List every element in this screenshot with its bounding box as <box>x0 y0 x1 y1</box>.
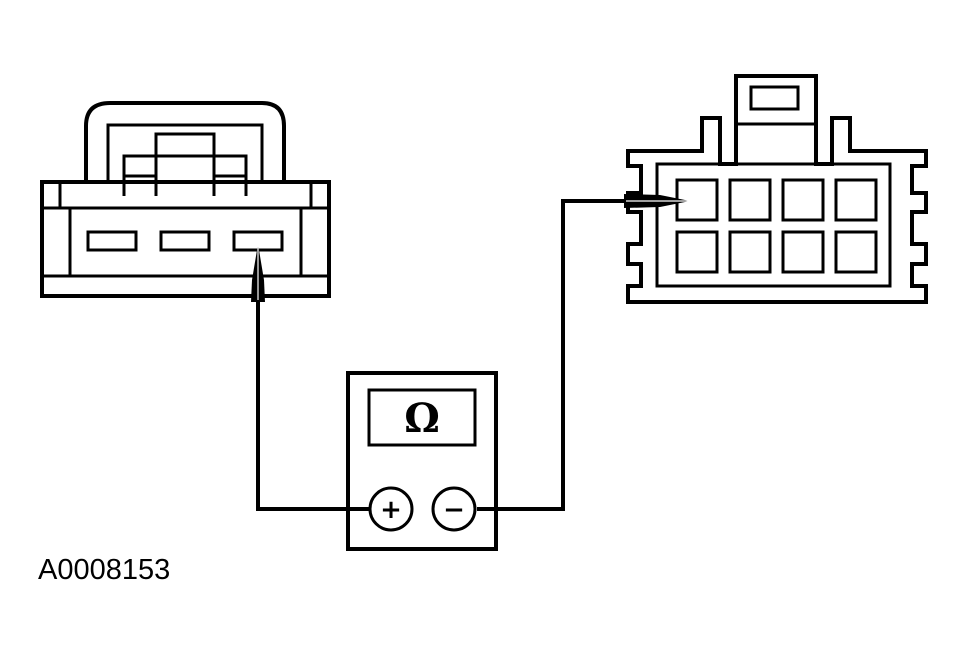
ohmmeter-body <box>346 371 498 551</box>
positive-test-lead <box>256 300 370 511</box>
positive-terminal-label: + <box>380 495 402 525</box>
ohm-symbol: Ω <box>404 395 440 442</box>
right-connector-pin-5 <box>675 230 719 274</box>
right-connector-pin-6 <box>728 230 772 274</box>
left-connector-latch <box>84 101 286 182</box>
right-connector-outline <box>626 74 928 304</box>
left-connector-latch-tab <box>154 132 216 158</box>
right-connector-pin-4 <box>834 178 878 222</box>
right-connector <box>626 74 928 304</box>
left-connector-corner-marks <box>58 182 313 208</box>
right-connector-latch-window <box>749 85 800 111</box>
right-connector-pin-8 <box>834 230 878 274</box>
negative-test-lead <box>477 199 626 511</box>
left-connector-pin-1 <box>86 230 138 252</box>
left-connector-side-rails <box>68 208 303 276</box>
negative-terminal <box>431 486 477 532</box>
right-connector-pin-2 <box>728 178 772 222</box>
left-connector-pin-2 <box>159 230 211 252</box>
ohmmeter: Ω + − <box>346 371 498 551</box>
figure-id-label: A0008153 <box>38 554 171 586</box>
right-connector-pin-7 <box>781 230 825 274</box>
right-connector-pin-3 <box>781 178 825 222</box>
left-connector <box>40 101 331 298</box>
negative-terminal-label: − <box>443 495 465 525</box>
left-connector-body <box>40 180 331 298</box>
positive-terminal <box>368 486 414 532</box>
left-connector-latch-inner <box>106 123 264 182</box>
right-connector-inner-frame <box>655 162 892 288</box>
ohmmeter-display <box>367 388 477 447</box>
